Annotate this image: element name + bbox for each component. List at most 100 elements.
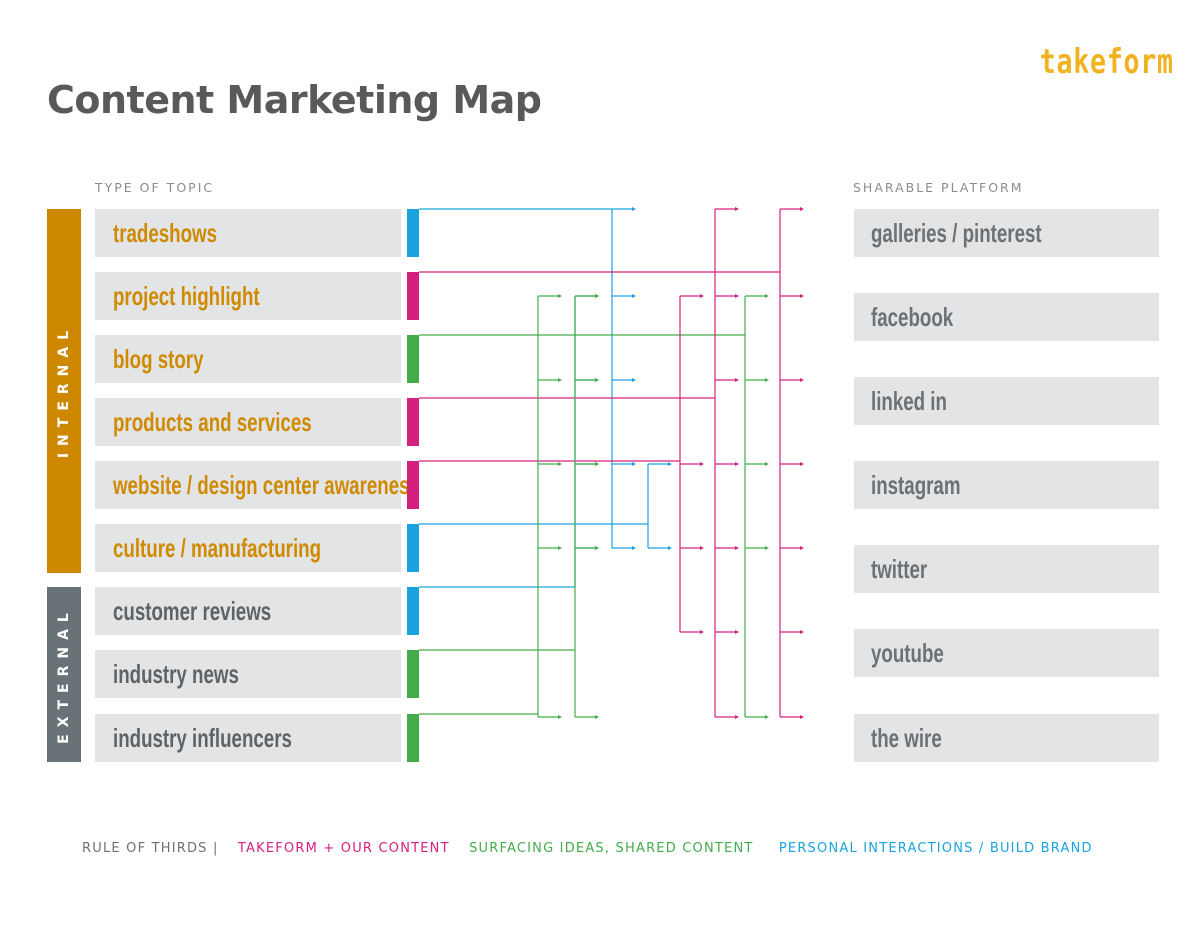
arrowhead [735,630,739,634]
topic-project-highlight: project highlight [95,272,401,320]
arrowhead [735,546,739,550]
arrowhead [558,462,562,466]
topic-label: website / design center awareness [113,469,420,500]
topic-label: products and services [113,406,312,437]
arrowhead [632,546,636,550]
platform-facebook: facebook [854,293,1159,341]
topic-label: project highlight [113,280,260,311]
arrowhead [632,378,636,382]
arrowhead [632,294,636,298]
arrowhead [800,378,804,382]
swatch-industry-news [407,650,419,698]
topic-blog-story: blog story [95,335,401,383]
arrowhead [735,715,739,719]
arrowhead [800,630,804,634]
arrowhead [735,462,739,466]
internal-group-bar: INTERNAL [47,209,81,573]
arrowhead [700,546,704,550]
connection-blog-story [419,294,769,719]
connection-industry-influencers [419,294,562,719]
swatch-customer-reviews [407,587,419,635]
arrowhead [595,546,599,550]
arrowhead [800,462,804,466]
arrowhead [800,207,804,211]
connection-products-and-services [419,207,739,719]
arrowhead [765,546,769,550]
platform-youtube: youtube [854,629,1159,677]
arrowhead [735,207,739,211]
topic-label: blog story [113,343,204,374]
swatch-blog-story [407,335,419,383]
legend: RULE OF THIRDS | TAKEFORM + OUR CONTENT … [82,841,1107,856]
arrowhead [668,462,672,466]
type-of-topic-header: TYPE OF TOPIC [95,180,215,195]
platform-label: galleries / pinterest [871,217,1042,248]
swatch-products-and-services [407,398,419,446]
arrowhead [800,546,804,550]
connection-culture-manufacturing [419,462,672,550]
arrowhead [800,294,804,298]
arrowhead [558,378,562,382]
connection-industry-news [419,294,599,719]
swatch-industry-influencers [407,714,419,762]
arrowhead [765,294,769,298]
platform-instagram: instagram [854,461,1159,509]
arrowhead [765,462,769,466]
platform-twitter: twitter [854,545,1159,593]
topic-culture-manufacturing: culture / manufacturing [95,524,401,572]
platform-linked-in: linked in [854,377,1159,425]
arrowhead [632,207,636,211]
external-group-bar: EXTERNAL [47,587,81,762]
connection-customer-reviews [419,294,599,588]
arrowhead [595,462,599,466]
connection-tradeshows [419,207,636,550]
topic-industry-influencers: industry influencers [95,714,401,762]
topic-tradeshows: tradeshows [95,209,401,257]
platform-label: twitter [871,553,928,584]
arrowhead [735,294,739,298]
topic-label: customer reviews [113,595,272,626]
connection-project-highlight [419,207,804,719]
arrowhead [700,462,704,466]
platform-label: linked in [871,385,947,416]
arrowhead [595,294,599,298]
arrowhead [765,378,769,382]
topic-label: culture / manufacturing [113,532,322,563]
legend-item-personal-interactions: PERSONAL INTERACTIONS / BUILD BRAND [778,841,1093,856]
platform-label: instagram [871,469,961,500]
arrowhead [558,546,562,550]
sharable-platform-header: SHARABLE PLATFORM [853,180,1024,195]
arrowhead [800,715,804,719]
swatch-tradeshows [407,209,419,257]
platform-label: facebook [871,301,954,332]
arrowhead [700,294,704,298]
brand-logo: takeform [1040,42,1174,82]
topic-label: industry influencers [113,722,292,753]
arrowhead [595,715,599,719]
arrowhead [668,546,672,550]
arrowhead [558,715,562,719]
topic-industry-news: industry news [95,650,401,698]
swatch-culture [407,524,419,572]
legend-item-surfacing-ideas: SURFACING IDEAS, SHARED CONTENT [469,841,754,856]
topic-label: tradeshows [113,217,218,248]
page-title: Content Marketing Map [47,78,542,122]
connection-website-design-center-awareness [419,294,704,634]
platform-the-wire: the wire [854,714,1159,762]
arrowhead [700,630,704,634]
topic-customer-reviews: customer reviews [95,587,401,635]
platform-label: the wire [871,722,942,753]
platform-galleries-pinterest: galleries / pinterest [854,209,1159,257]
legend-rule-of-thirds: RULE OF THIRDS | [82,841,219,856]
arrowhead [632,462,636,466]
platform-label: youtube [871,637,944,668]
arrowhead [558,294,562,298]
legend-item-takeform-content: TAKEFORM + OUR CONTENT [237,841,450,856]
arrowhead [735,378,739,382]
swatch-project-highlight [407,272,419,320]
topic-products-and-services: products and services [95,398,401,446]
topic-website-design-center-awareness: website / design center awareness [95,461,420,509]
swatch-website [407,461,419,509]
arrowhead [765,715,769,719]
